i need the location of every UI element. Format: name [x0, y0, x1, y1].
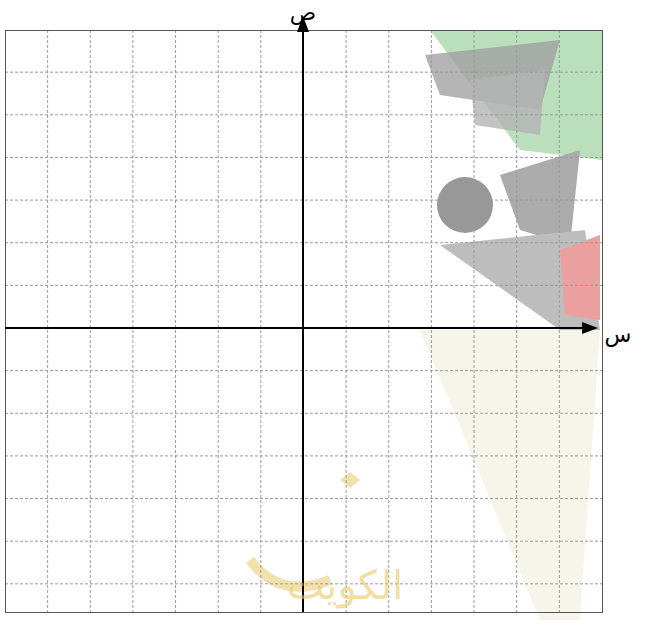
- x-axis-arrow: [582, 322, 598, 334]
- x-axis-label: س: [605, 322, 632, 347]
- watermark-text: الكويت: [287, 562, 403, 608]
- y-axis: [302, 30, 304, 612]
- x-axis: [5, 327, 585, 329]
- y-axis-label: ص: [290, 0, 317, 25]
- grid-border: [6, 31, 603, 613]
- watermark-logo: [250, 30, 602, 620]
- grid-lines: [5, 30, 602, 612]
